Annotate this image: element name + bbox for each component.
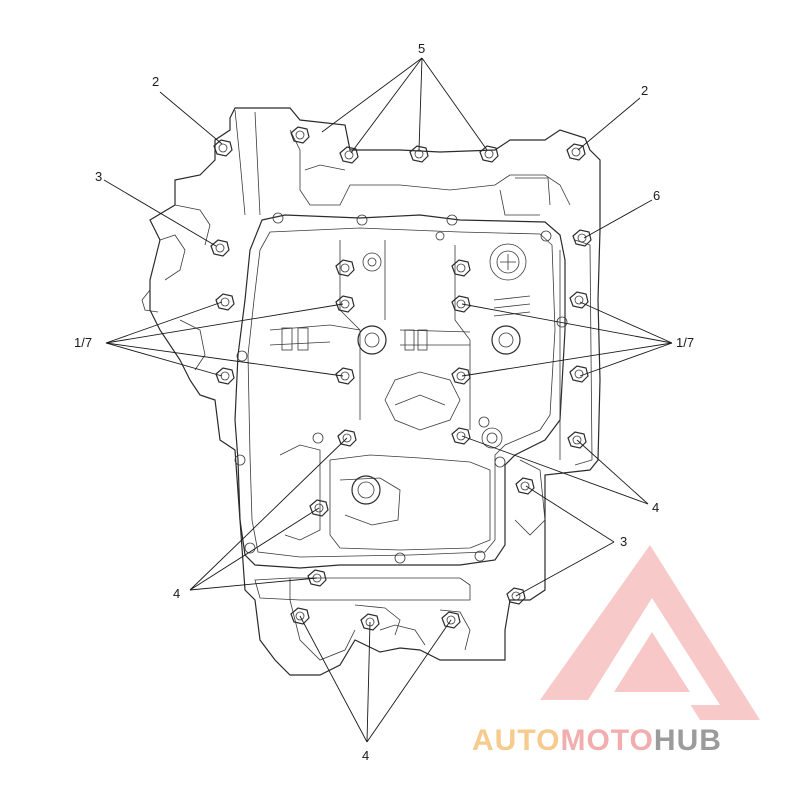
crankcase-body	[141, 107, 601, 676]
callout-1-7-left: 1/7	[74, 335, 92, 350]
watermark-hub: HUB	[654, 724, 722, 757]
callout-2-right: 2	[641, 83, 648, 98]
bolt	[451, 367, 471, 385]
bolt	[335, 367, 355, 385]
callout-4-left: 4	[173, 586, 180, 601]
bolt	[506, 587, 526, 605]
callout-2-left: 2	[152, 74, 159, 89]
bolt	[569, 365, 589, 383]
callout-3-left: 3	[95, 169, 102, 184]
bolt	[569, 291, 589, 309]
watermark-moto: MOTO	[560, 724, 653, 757]
bolt	[335, 259, 355, 277]
bolt	[339, 146, 359, 164]
callout-6: 6	[653, 188, 660, 203]
callout-1-7-right: 1/7	[676, 335, 694, 350]
automotohub-watermark: AUTOMOTOHUB	[472, 724, 722, 757]
automotohub-logo-mark	[540, 545, 760, 720]
callout-3-right: 3	[620, 534, 627, 549]
bolt	[309, 499, 329, 517]
logo-inner-triangle	[585, 598, 720, 705]
bolt	[451, 295, 471, 313]
bolt	[215, 367, 235, 385]
bolt	[451, 427, 471, 445]
bolt	[441, 611, 461, 629]
callout-4-bottom: 4	[362, 748, 369, 763]
bolt	[451, 259, 471, 277]
logo-center	[614, 632, 690, 692]
callout-5: 5	[418, 41, 425, 56]
bolt	[213, 139, 233, 157]
bolt	[479, 145, 499, 163]
callout-labels: 5 2 2 3 6 1/7 1/7 4 3 4 4	[74, 41, 694, 763]
leader-lines	[103, 57, 673, 743]
bolt	[567, 431, 587, 449]
bolt	[572, 229, 592, 247]
bolt	[335, 295, 355, 313]
bolt	[210, 239, 230, 257]
bolt-heads	[210, 126, 592, 631]
svg-text:AUTOMOTOHUB: AUTOMOTOHUB	[472, 724, 722, 757]
callout-4-right: 4	[652, 500, 659, 515]
bolt	[515, 477, 535, 495]
watermark-auto: AUTO	[472, 724, 560, 757]
bolt	[290, 607, 310, 625]
bolt	[566, 143, 586, 161]
bolt	[215, 293, 235, 311]
bolt	[290, 126, 310, 144]
